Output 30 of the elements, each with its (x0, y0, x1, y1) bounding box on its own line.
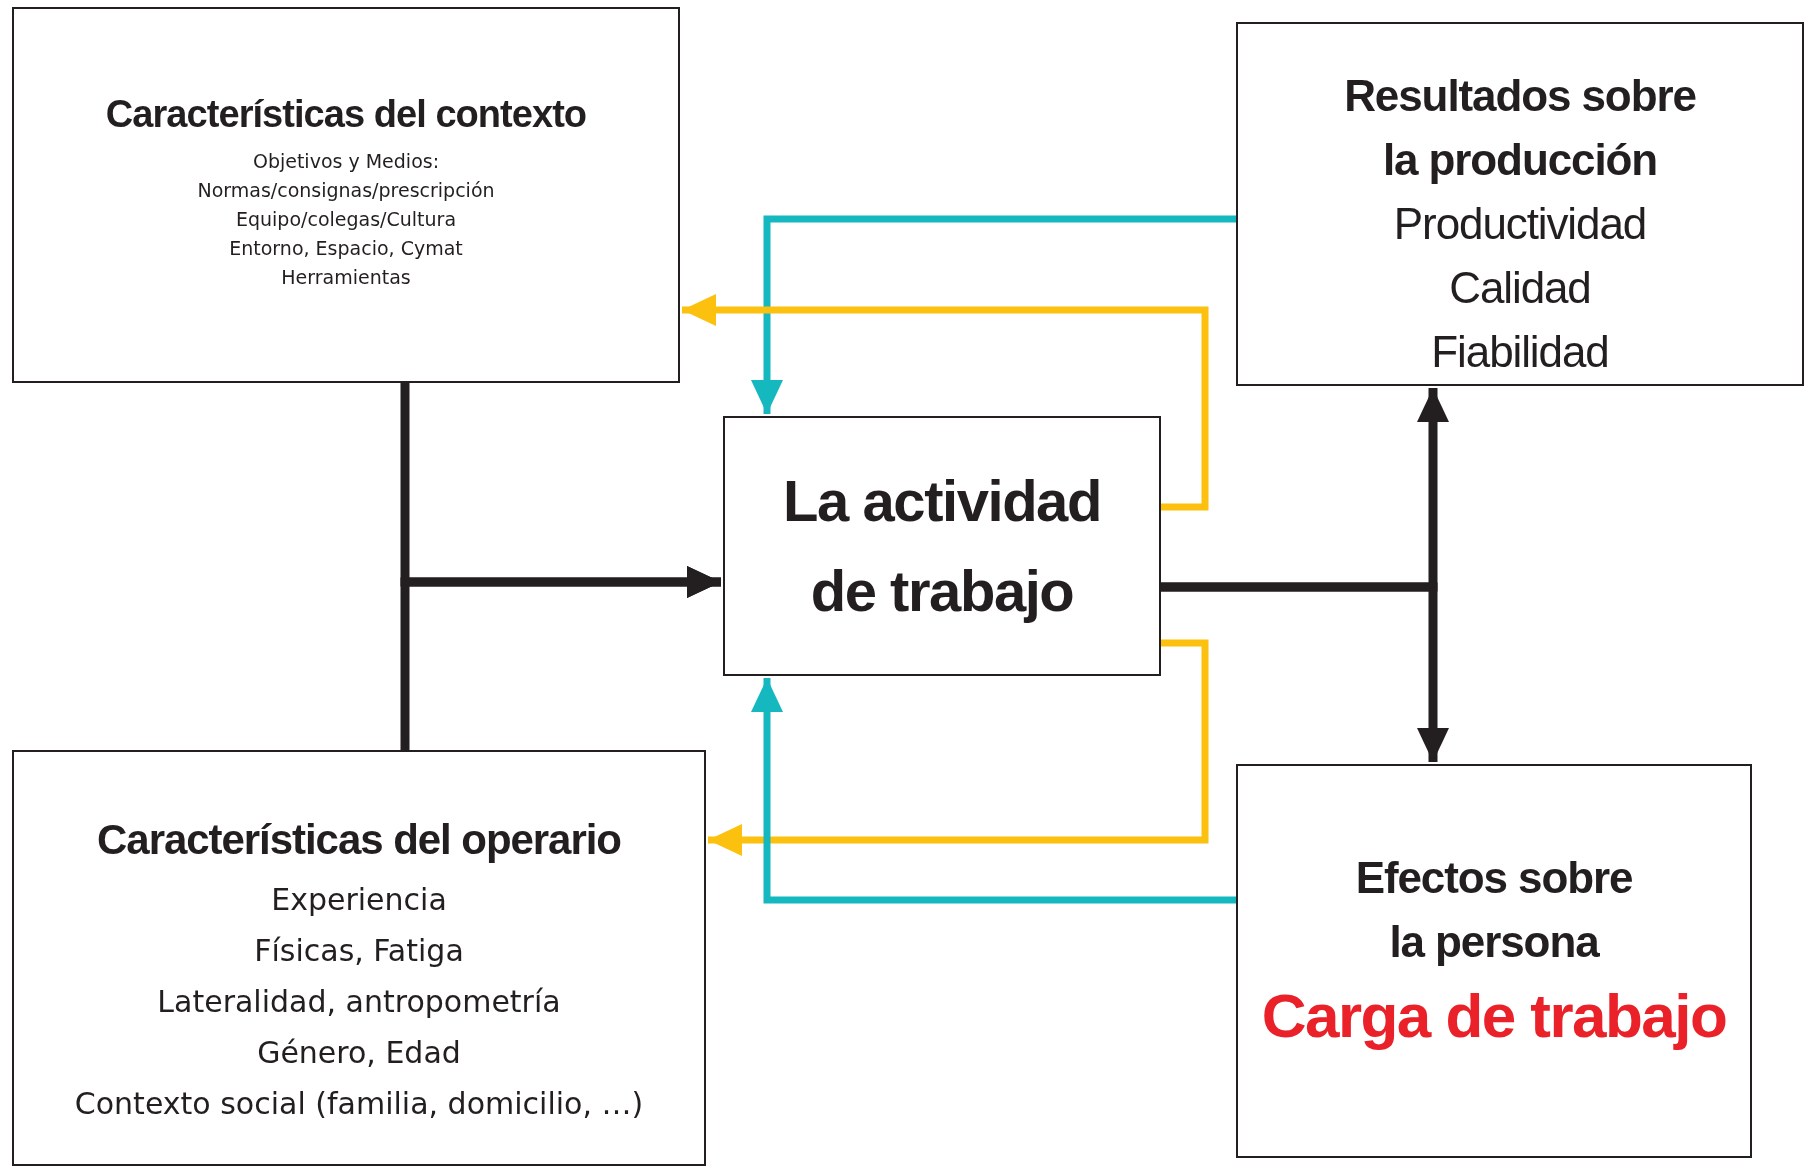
box-text: Normas/consignas/prescripción (197, 177, 495, 203)
arrow (682, 294, 1209, 511)
box-text: Herramientas (281, 264, 411, 290)
arrow (400, 566, 721, 750)
box-text: Contexto social (familia, domicilio, …) (74, 1085, 644, 1123)
arrow (751, 678, 1236, 904)
box-text: Carga de trabajo (1261, 980, 1727, 1052)
text-box (723, 416, 1161, 676)
arrow (708, 639, 1209, 856)
box-text: Lateralidad, antropometría (157, 983, 561, 1021)
box-text: Calidad (1449, 262, 1591, 314)
box-text: Objetivos y Medios: (252, 148, 440, 174)
box-heading: La actividad de trabajo (782, 467, 1102, 625)
box-heading: Características del operario (97, 815, 621, 865)
box-text: Productividad (1393, 198, 1647, 250)
box-heading: Resultados sobre la producción (1343, 70, 1697, 186)
box-text: Equipo/colegas/Cultura (235, 206, 457, 232)
arrow (751, 215, 1236, 414)
box-text: Experiencia (271, 881, 447, 919)
box-text: Entorno, Espacio, Cymat (229, 235, 463, 261)
arrow (1161, 582, 1449, 762)
box-heading: Características del contexto (105, 92, 587, 137)
text-box (1236, 22, 1804, 386)
box-heading: Efectos sobre la persona (1354, 852, 1634, 968)
box-text: Género, Edad (257, 1034, 461, 1072)
text-box (12, 750, 706, 1166)
box-text: Físicas, Fatiga (254, 932, 464, 970)
box-text: Fiabilidad (1431, 326, 1609, 378)
text-box (12, 7, 680, 383)
text-box (1236, 764, 1752, 1158)
